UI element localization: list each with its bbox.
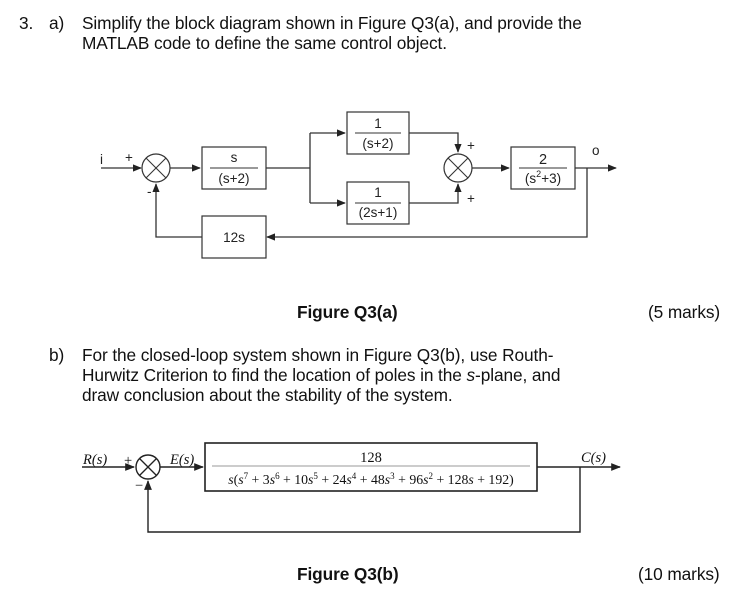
block-parallel-top-num: 1	[374, 116, 382, 131]
part-a-line2: MATLAB code to define the same control o…	[82, 33, 447, 53]
input-label: i	[100, 152, 103, 167]
block-feedback	[201, 215, 267, 259]
block-forward2-den: (s2+3)	[525, 169, 561, 186]
block-plant-den: s(s7 + 3s6 + 10s5 + 24s4 + 48s3 + 96s2 +…	[228, 471, 513, 488]
part-b-label: b)	[49, 345, 65, 365]
question-number: 3.	[19, 13, 34, 33]
input-label-r: R(s)	[82, 452, 107, 468]
part-b-line1: For the closed-loop system shown in Figu…	[82, 345, 554, 365]
block-plant-num: 128	[360, 450, 382, 466]
sum1-minus-sign: -	[147, 184, 152, 199]
sum-b-minus-sign: −	[135, 478, 143, 494]
summing-junction-1	[141, 153, 171, 183]
block-forward1-num: s	[231, 150, 238, 165]
block-parallel-top-den: (s+2)	[362, 136, 393, 151]
block-parallel-bottom-den: (2s+1)	[359, 205, 398, 220]
summing-junction-2	[443, 153, 473, 183]
block-parallel-bottom-num: 1	[374, 185, 382, 200]
part-b-line2-pre: Hurwitz Criterion to find the location o…	[82, 365, 467, 385]
summing-junction-b	[135, 454, 161, 480]
block-forward2-num: 2	[539, 152, 547, 168]
block-feedback-label: 12s	[223, 230, 245, 245]
error-label: E(s)	[169, 452, 194, 468]
part-b-line3: draw conclusion about the stability of t…	[82, 385, 453, 405]
output-label: o	[592, 143, 600, 158]
figure-q3a-caption: Figure Q3(a)	[297, 302, 398, 322]
block-forward1-den: (s+2)	[218, 171, 249, 186]
sum2-top-plus-sign: +	[467, 138, 475, 153]
part-a-marks: (5 marks)	[648, 302, 721, 322]
figure-q3b-caption: Figure Q3(b)	[297, 564, 399, 584]
output-label-c: C(s)	[581, 450, 606, 466]
sum2-bottom-plus-sign: +	[467, 191, 475, 206]
part-b-line2-post: -plane, and	[475, 365, 561, 385]
sum1-plus-sign: +	[125, 150, 133, 165]
block-plant	[204, 442, 538, 492]
part-a-line1: Simplify the block diagram shown in Figu…	[82, 13, 582, 33]
sum-b-plus-sign: +	[124, 453, 132, 469]
part-a-label: a)	[49, 13, 65, 33]
part-b-line2-italic: s	[466, 365, 476, 385]
part-b-marks: (10 marks)	[638, 564, 720, 584]
part-b-line2: Hurwitz Criterion to find the location o…	[82, 365, 561, 385]
